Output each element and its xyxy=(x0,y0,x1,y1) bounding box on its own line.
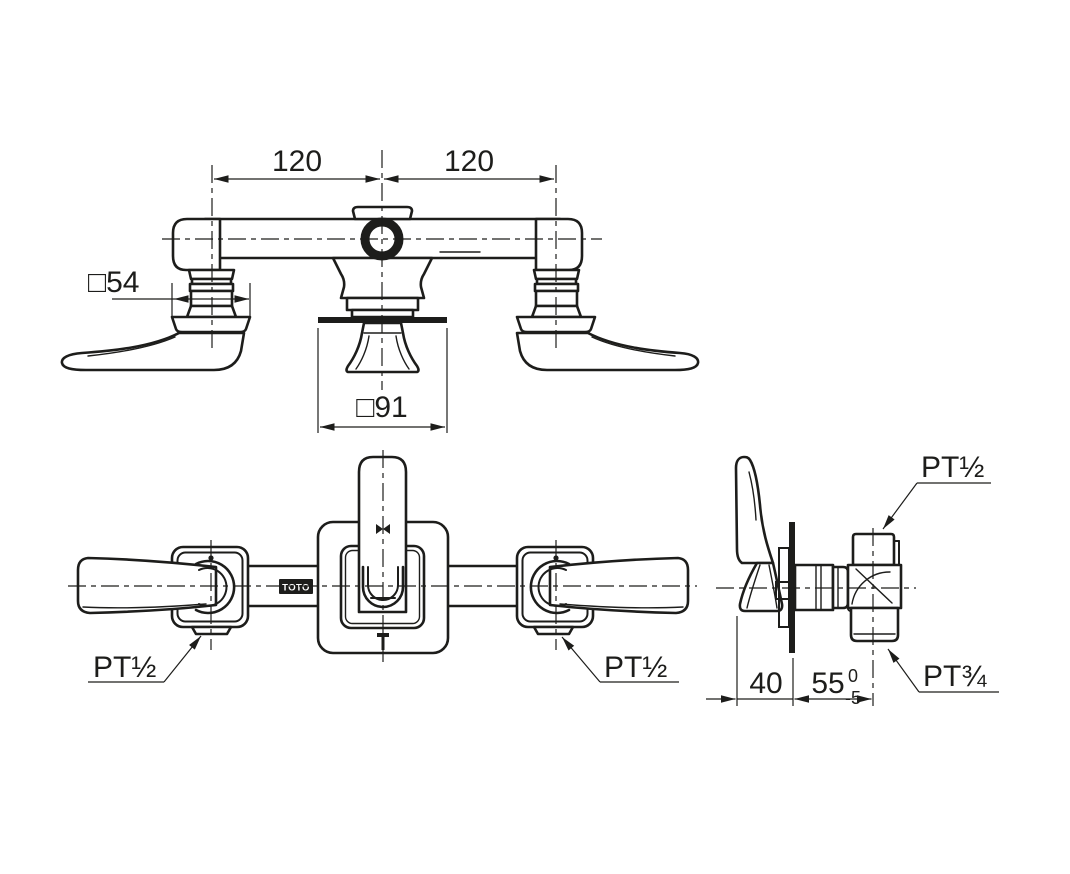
dim-55-tol-upper: 0 xyxy=(848,666,858,686)
pt12-side-text: PT½ xyxy=(921,451,984,484)
right-pt-nub xyxy=(532,625,575,636)
dim-54: □54 xyxy=(88,266,251,316)
top-right-handle-assembly xyxy=(515,217,700,372)
dim-55-text: 55 xyxy=(811,667,844,700)
diverter-lever xyxy=(357,455,408,614)
front-pipes xyxy=(246,564,519,608)
front-right-handle xyxy=(515,545,690,636)
front-view: TOTO PT½ PT½ xyxy=(68,450,697,684)
side-elbow xyxy=(846,532,903,643)
top-view-centerlines xyxy=(162,150,602,390)
label-pt12-front-left: PT½ xyxy=(88,635,202,684)
dim-120-left: 120 xyxy=(214,145,380,183)
dim-91-text: □91 xyxy=(356,391,408,424)
elbow-top-inlet xyxy=(851,532,896,567)
side-view: PT½ PT¾ 40 55 0 -5 xyxy=(706,451,999,708)
dim-55-tol-lower: -5 xyxy=(845,688,861,708)
label-pt34-side: PT¾ xyxy=(887,648,999,693)
front-view-centerlines xyxy=(68,450,697,662)
dim-120-right: 120 xyxy=(384,145,554,183)
dim-54-text: □54 xyxy=(88,266,140,299)
dim-120-left-text: 120 xyxy=(272,145,322,178)
label-pt12-front-right: PT½ xyxy=(561,636,679,684)
pt12-front-left-text: PT½ xyxy=(93,651,156,684)
dim-120-right-text: 120 xyxy=(444,145,494,178)
dim-55: 55 0 -5 xyxy=(794,666,872,708)
toto-logo: TOTO xyxy=(279,579,313,594)
elbow-bottom-outlet xyxy=(849,606,900,643)
pt12-front-right-text: PT½ xyxy=(604,651,667,684)
side-view-centerlines xyxy=(716,528,916,706)
dim-40: 40 xyxy=(706,616,794,706)
dim-40-text: 40 xyxy=(749,667,782,700)
pt34-side-text: PT¾ xyxy=(923,660,987,693)
top-view: 120 120 □54 □91 xyxy=(60,145,700,433)
dim-91: □91 xyxy=(317,328,448,433)
front-left-handle xyxy=(76,545,250,636)
toto-logo-text: TOTO xyxy=(282,583,310,594)
label-pt12-side: PT½ xyxy=(882,451,991,530)
